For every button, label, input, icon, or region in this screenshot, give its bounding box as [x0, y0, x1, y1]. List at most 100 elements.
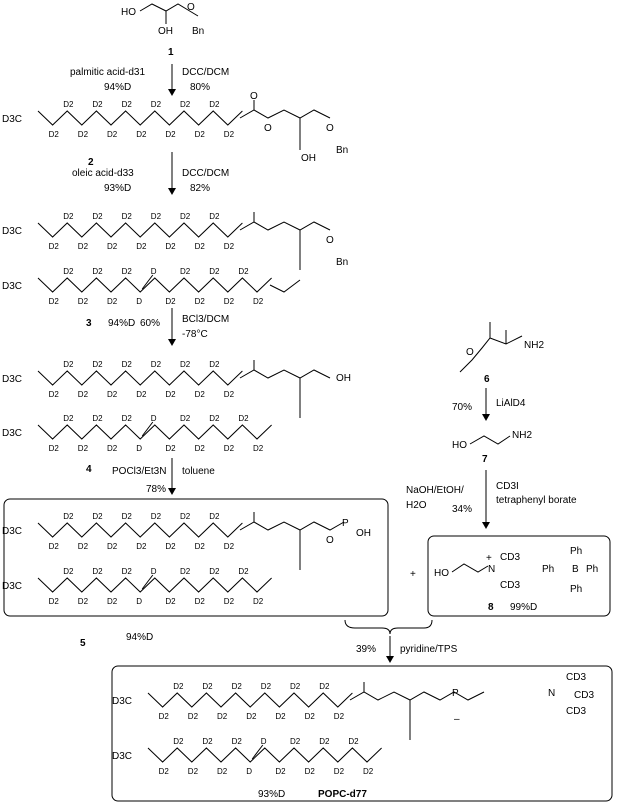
c3-number: 3 [86, 318, 92, 329]
c7-number: 7 [482, 454, 488, 465]
step-2-yield: 82% [190, 183, 210, 194]
popc-minus: – [454, 714, 460, 725]
step-3: 60% BCl3/DCM -78°C [140, 308, 229, 346]
chain-d2-label: D2 [122, 267, 133, 276]
chain-d2-label: D2 [92, 267, 103, 276]
chain-d2-label: D2 [217, 767, 228, 776]
step-6: NaOH/EtOH/ H2O 34% CD3I tetraphenyl bora… [406, 470, 577, 529]
chain-bonds [37, 277, 272, 293]
c3-ester-linker [239, 221, 331, 231]
chain-d2-label: D2 [92, 512, 103, 521]
c8-ph-top: Ph [570, 546, 582, 557]
chain-d2-label: D2 [159, 767, 170, 776]
c8-ph-left: Ph [542, 564, 554, 575]
chain-d2-label: D2 [122, 414, 133, 423]
olefin-double-bond [251, 744, 264, 760]
popc-cd3-2: CD3 [574, 690, 594, 701]
chain-d2-label: D2 [275, 712, 286, 721]
chain-methyl-label: D3C [2, 114, 22, 125]
chain-d2-label: D2 [122, 360, 133, 369]
chain-d2-label: D2 [78, 542, 89, 551]
chain-bonds [147, 747, 382, 763]
chain-methyl-label: D3C [2, 374, 22, 385]
step-5: 70% LiAlD4 [452, 388, 526, 421]
popc-n: N [548, 688, 555, 699]
chain-d2-label: D2 [319, 737, 330, 746]
chain-d2-label: D2 [107, 444, 118, 453]
popc-headgroup-linker [349, 691, 485, 701]
chain-d2-label: D2 [165, 597, 176, 606]
c3-o: O [326, 235, 334, 246]
chain-bonds [147, 692, 353, 708]
chain-d2-label: D2 [122, 100, 133, 109]
compound-7: HO NH2 7 [452, 430, 532, 465]
chain-d2-label: D2 [209, 212, 220, 221]
chain-d2-label: D2 [202, 737, 213, 746]
chain-d2-label: D2 [63, 212, 74, 221]
chain-d2-label: D2 [107, 130, 118, 139]
chain-d2-label: D2 [195, 444, 206, 453]
chain-methyl-label: D3C [2, 581, 22, 592]
popc-cd3-1: CD3 [566, 672, 586, 683]
chain-d2-label: D2 [195, 390, 206, 399]
c1-oh: OH [158, 26, 173, 37]
step-6-counterion: tetraphenyl borate [496, 495, 577, 506]
step-3-temperature: -78°C [182, 329, 208, 340]
popc-p: P [452, 688, 459, 699]
c8-box [427, 535, 611, 617]
chain-d2-label: D2 [363, 767, 374, 776]
chain-d2-label: D2 [151, 212, 162, 221]
plus-sign: + [410, 569, 416, 580]
chain-d2-label: D2 [275, 767, 286, 776]
chain-d2-label: D2 [92, 360, 103, 369]
olefin-double-bond [141, 421, 154, 437]
chain-d2-label: D2 [238, 267, 249, 276]
chain-d2-label: D2 [253, 597, 264, 606]
olefin-double-bond [141, 274, 154, 290]
chain-d2-label: D2 [173, 737, 184, 746]
chain-bonds [37, 370, 243, 386]
chain-d2-label: D2 [180, 267, 191, 276]
c5-p: P [342, 518, 349, 529]
chain-d2-label: D2 [78, 390, 89, 399]
c2-bn: Bn [336, 145, 348, 156]
step-4-solvent: toluene [182, 466, 215, 477]
chain-d2-label: D2 [49, 542, 60, 551]
c3-bn: Bn [336, 257, 348, 268]
chain-methyl-label: D3C [2, 281, 22, 292]
c8-plus: + [486, 553, 492, 564]
chain-d2-label: D2 [188, 767, 199, 776]
olefin-d-label: D [151, 267, 157, 276]
chain-d2-label: D2 [136, 242, 147, 251]
chain-d2-label: D2 [107, 242, 118, 251]
c5-ester-linker [239, 521, 345, 531]
c8-number: 8 [488, 602, 494, 613]
chain-d2-label: D2 [165, 130, 176, 139]
c8-cd3-2: CD3 [500, 580, 520, 591]
step-1: palmitic acid-d31 94%D DCC/DCM 80% [70, 64, 229, 96]
chain-d2-label: D2 [195, 242, 206, 251]
chain-d2-label: D2 [202, 682, 213, 691]
step-4: POCl3/Et3N toluene 78% [112, 458, 215, 495]
chain-d2-label: D2 [92, 414, 103, 423]
c2-o-ester: O [264, 123, 272, 134]
chain-methyl-label: D3C [112, 751, 132, 762]
step-7-reagent: pyridine/TPS [400, 644, 458, 655]
c6-number: 6 [484, 374, 490, 385]
chain-d2-label: D2 [136, 130, 147, 139]
chain-d2-label: D2 [136, 390, 147, 399]
chain-d2-label: D2 [78, 130, 89, 139]
c4-ester-linker [239, 369, 331, 379]
chain-d2-label: D2 [136, 542, 147, 551]
chain-d2-label: D2 [122, 512, 133, 521]
olefin-d-label: D [151, 414, 157, 423]
c5-yield: 94%D [126, 632, 153, 643]
chain-bonds [37, 522, 243, 538]
